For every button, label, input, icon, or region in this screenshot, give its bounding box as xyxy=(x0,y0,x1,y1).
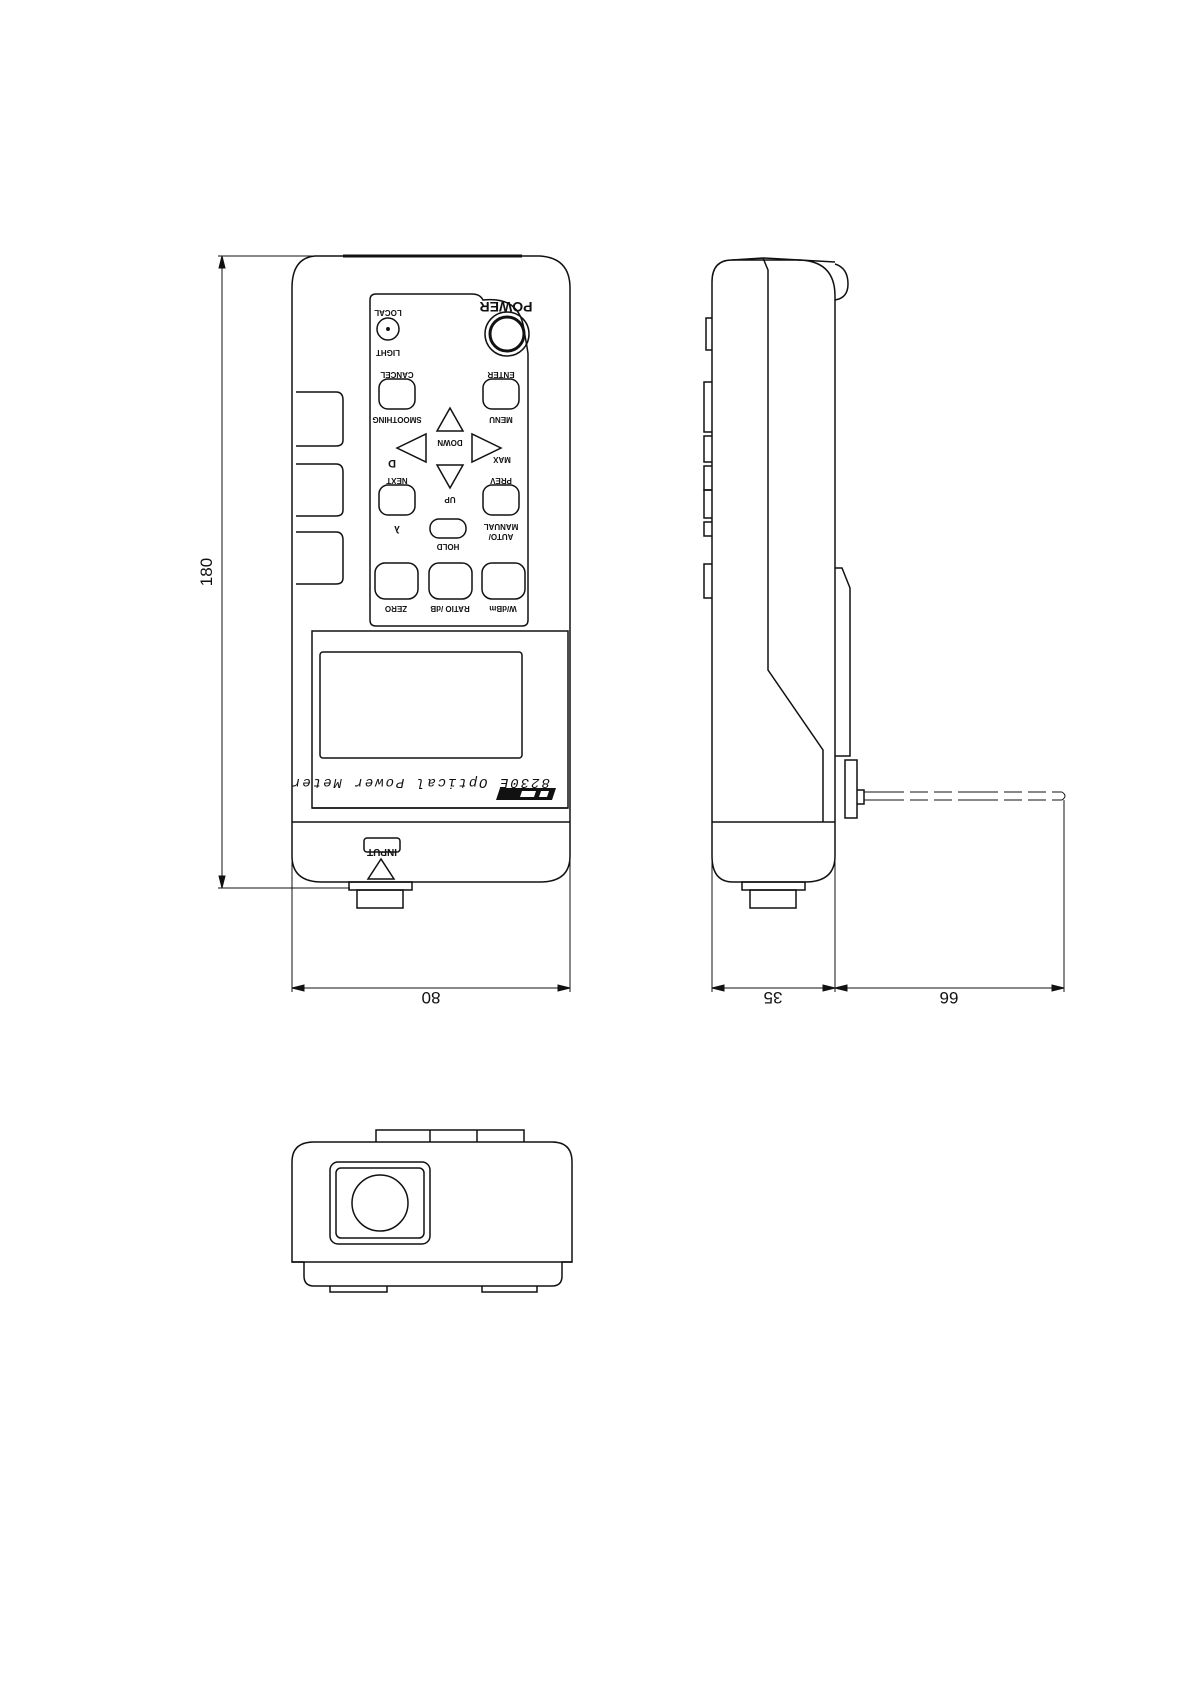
up-label: UP xyxy=(444,495,456,504)
display-screen xyxy=(320,652,522,758)
ratio-label: RATIO /dB xyxy=(430,604,470,613)
prev-label: PREV xyxy=(489,476,511,485)
dim-front-width-text: 80 xyxy=(422,988,441,1007)
bottom-connector-port xyxy=(352,1175,408,1231)
bottom-view xyxy=(292,1130,572,1292)
zero-label: ZERO xyxy=(385,604,407,613)
side-body-outline xyxy=(712,260,835,882)
front-view xyxy=(292,256,570,908)
cancel-label: CANCEL xyxy=(380,370,413,379)
down-arrow-key[interactable] xyxy=(437,465,463,488)
power-button[interactable] xyxy=(485,312,529,356)
front-grip-3 xyxy=(296,532,343,584)
d-mark-label: D xyxy=(388,457,396,469)
dim-side-depth-text: 35 xyxy=(764,988,783,1007)
zero-button[interactable] xyxy=(375,563,418,599)
side-view xyxy=(704,258,864,908)
wdbm-button[interactable] xyxy=(482,563,525,599)
dim-cable-length-text: 66 xyxy=(940,988,959,1007)
side-dimensions xyxy=(712,800,1064,992)
next-label: NEXT xyxy=(386,476,407,485)
smoothing-label: SMOOTHING xyxy=(372,415,421,424)
cancel-button[interactable] xyxy=(379,379,415,409)
local-label: LOCAL xyxy=(374,308,402,317)
power-label: POWER xyxy=(480,299,533,315)
hold-label: HOLD xyxy=(436,542,459,551)
input-arrow-icon xyxy=(368,859,394,879)
lambda-label: λ xyxy=(394,523,400,534)
down-label: DOWN xyxy=(437,438,463,447)
front-connector xyxy=(349,882,412,890)
menu-label: MENU xyxy=(489,415,513,424)
enter-label: ENTER xyxy=(487,370,514,379)
hold-button[interactable] xyxy=(430,519,466,538)
front-grip-1 xyxy=(296,392,343,446)
prev-button[interactable] xyxy=(483,485,519,515)
front-grip-2 xyxy=(296,464,343,516)
light-label: LIGHT xyxy=(376,348,400,357)
ratio-button[interactable] xyxy=(429,563,472,599)
up-arrow-key[interactable] xyxy=(437,408,463,431)
side-cable-connector xyxy=(845,760,857,818)
enter-button[interactable] xyxy=(483,379,519,409)
wdbm-label: W/dBm xyxy=(489,604,517,613)
left-arrow-key[interactable] xyxy=(397,434,426,462)
max-label: MAX xyxy=(492,455,510,464)
model-line-text: 8230E Optical Power Meter xyxy=(290,774,550,790)
dim-height-text: 180 xyxy=(197,558,216,586)
side-bezel-line xyxy=(763,258,823,822)
brand-logo xyxy=(496,788,556,800)
fiber-cable xyxy=(864,792,1065,800)
bottom-body-outline xyxy=(292,1142,572,1262)
side-stand xyxy=(835,568,850,756)
manual-label: MANUAL xyxy=(484,522,519,531)
next-button[interactable] xyxy=(379,485,415,515)
auto-label: AUTO/ xyxy=(488,532,514,541)
input-label: INPUT xyxy=(367,846,397,857)
